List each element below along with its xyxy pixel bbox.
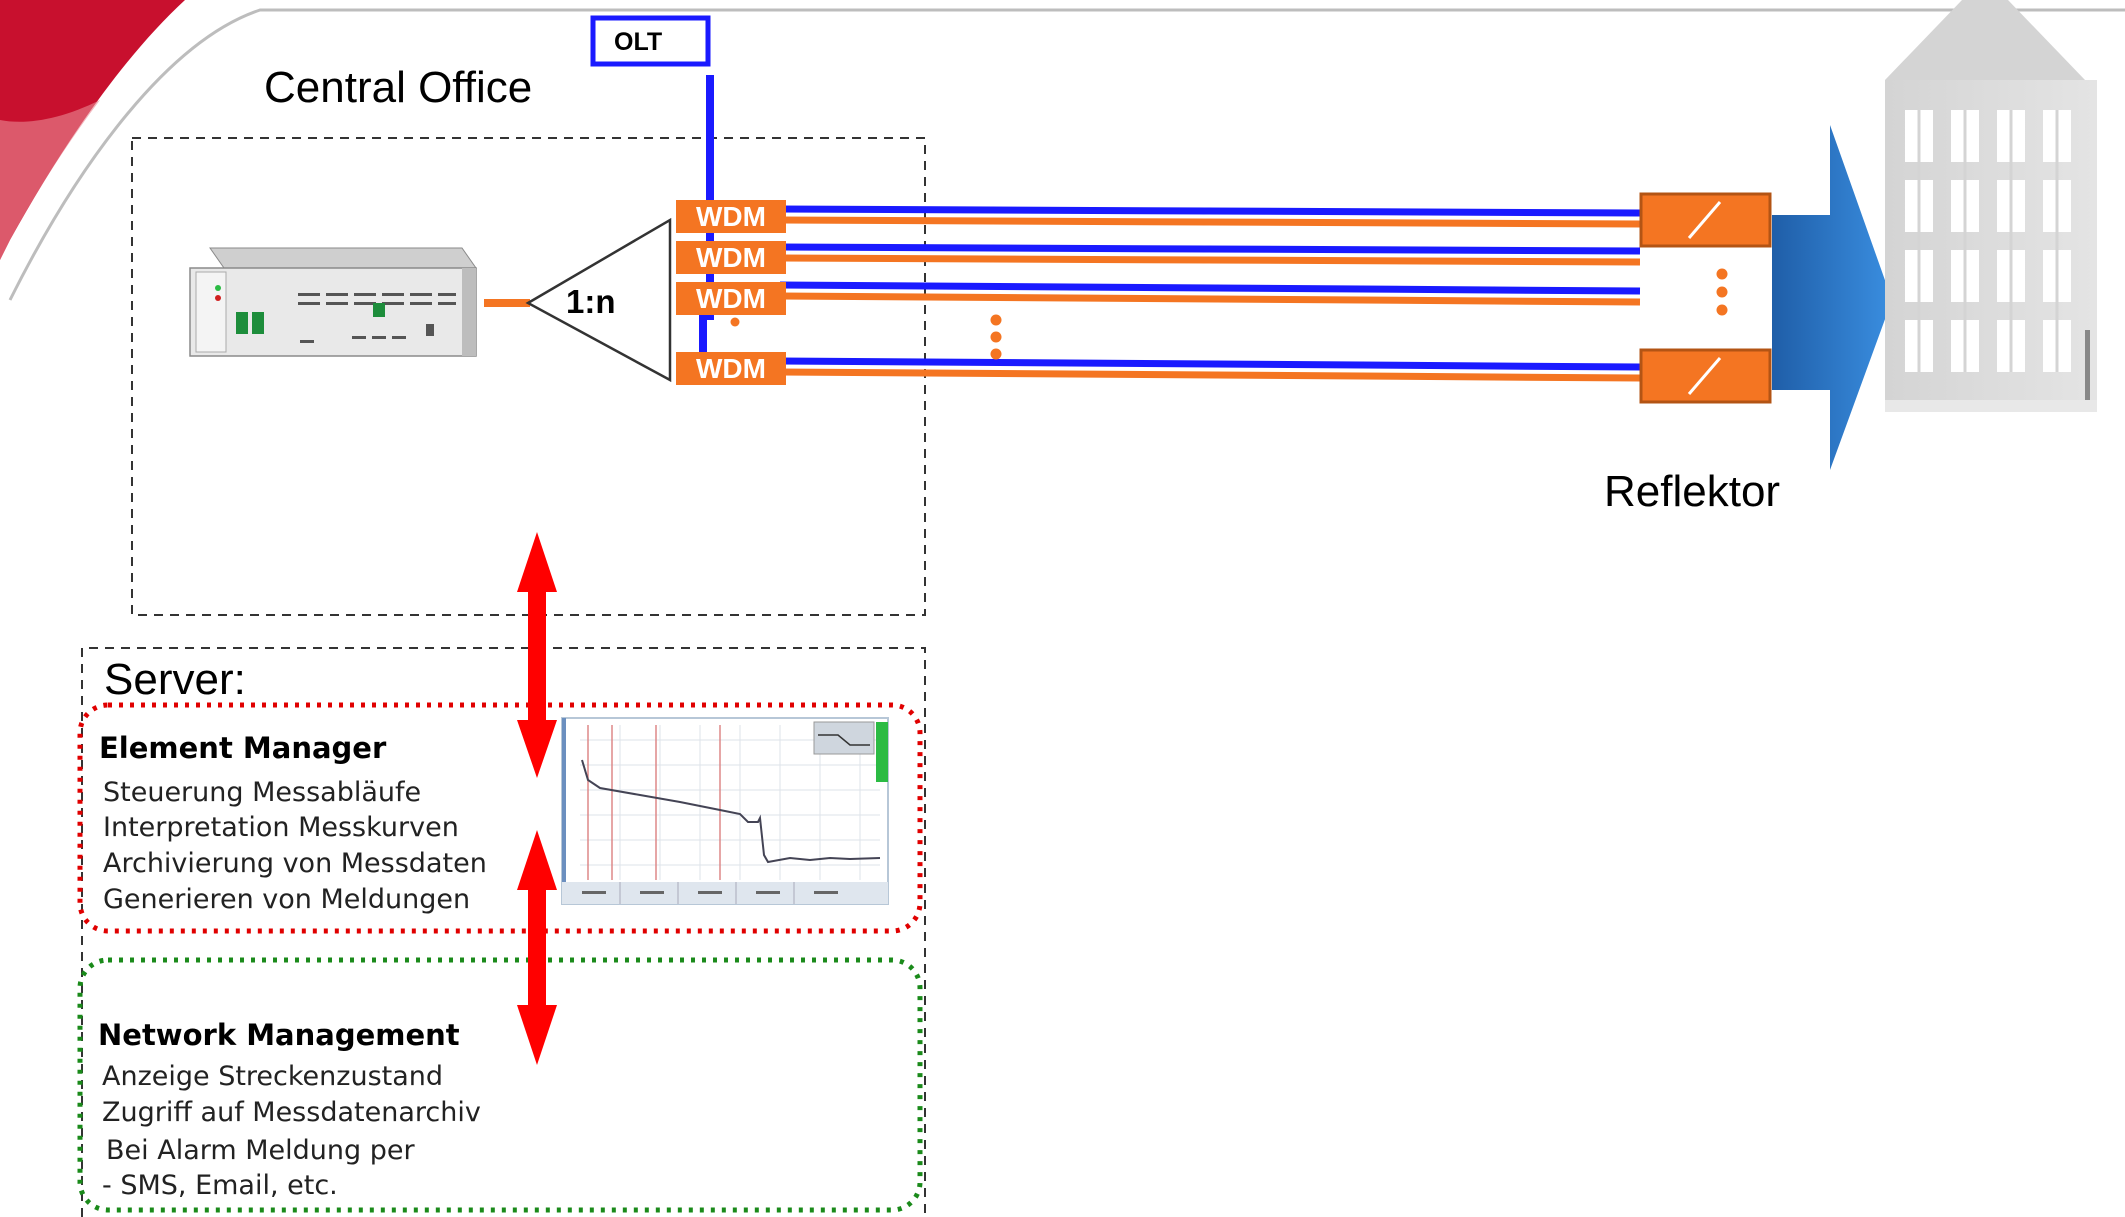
central-office-label: Central Office [264, 66, 532, 110]
network-management-heading: Network Management [98, 1021, 460, 1050]
otdr-trace-screenshot [562, 718, 888, 904]
wdm-module: WDM [676, 352, 786, 385]
olt-label: OLT [614, 30, 662, 55]
big-arrow [1772, 125, 1892, 470]
network-management-item: - SMS, Email, etc. [102, 1172, 338, 1199]
server-label: Server: [104, 658, 246, 702]
element-manager-item: Archivierung von Messdaten [103, 850, 487, 877]
wdm-module: WDM [676, 200, 786, 233]
splitter-label: 1:n [566, 285, 616, 318]
otdr-device [190, 248, 476, 356]
reflektor-label: Reflektor [1604, 470, 1780, 514]
element-manager-heading: Element Manager [99, 734, 386, 763]
element-manager-item: Steuerung Messabläufe [103, 779, 421, 806]
corner-decoration-light [0, 100, 100, 260]
wdm-module: WDM [676, 241, 786, 274]
wdm-module: WDM [676, 282, 786, 315]
fiber-lines [780, 209, 1640, 378]
network-management-item: Anzeige Streckenzustand [102, 1063, 443, 1090]
element-manager-item: Interpretation Messkurven [103, 814, 459, 841]
network-management-item: Bei Alarm Meldung per [106, 1137, 415, 1164]
building [1885, 0, 2097, 412]
red-double-arrows [517, 532, 557, 1065]
reflector-boxes [1641, 194, 1770, 402]
ellipsis-dots [731, 269, 1728, 360]
network-management-item: Zugriff auf Messdatenarchiv [102, 1099, 481, 1126]
element-manager-item: Generieren von Meldungen [103, 886, 470, 913]
